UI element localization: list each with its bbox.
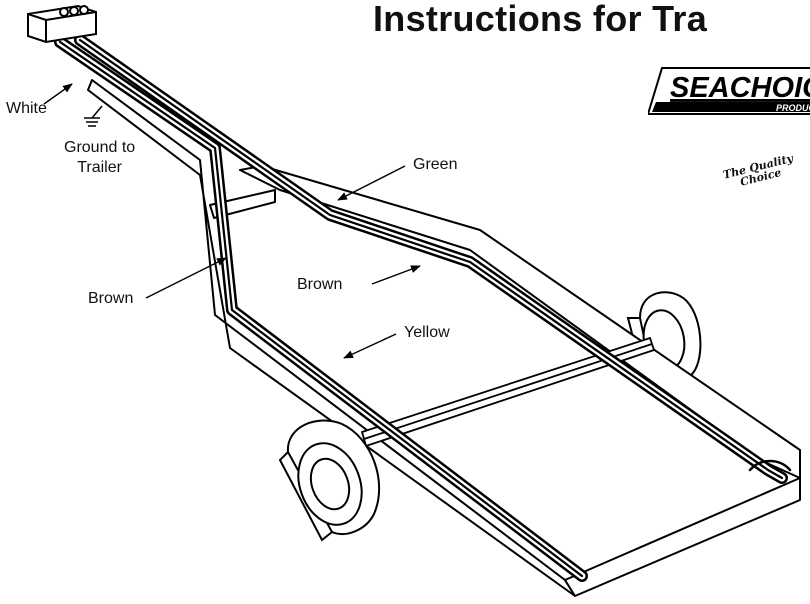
label-ground: Ground to Trailer: [64, 138, 135, 178]
white-leader: [43, 83, 73, 105]
callout-arrows: [43, 83, 421, 359]
label-yellow: Yellow: [404, 324, 450, 341]
wiring-harness: [54, 34, 792, 582]
ground-symbol-icon: [84, 105, 103, 127]
label-white: White: [6, 100, 47, 117]
brown-left-leader: [145, 257, 227, 299]
label-ground-line-1: Ground to: [64, 139, 136, 156]
label-green: Green: [413, 156, 458, 173]
page-title: Instructions for Tra: [373, 0, 708, 39]
left-wheel: [278, 419, 381, 542]
brown-center-leader: [371, 265, 421, 285]
label-ground-line-2: Trailer: [77, 159, 122, 176]
yellow-leader: [343, 333, 397, 359]
logo-brand-text: SEACHOIC: [670, 72, 810, 104]
green-leader: [337, 165, 406, 201]
seachoice-logo: SEACHOIC PRODUC: [648, 67, 810, 115]
label-brown-left: Brown: [88, 290, 134, 307]
plug-connector: [27, 4, 97, 44]
label-brown-center: Brown: [297, 276, 343, 293]
logo-sub-text: PRODUC: [776, 103, 810, 113]
